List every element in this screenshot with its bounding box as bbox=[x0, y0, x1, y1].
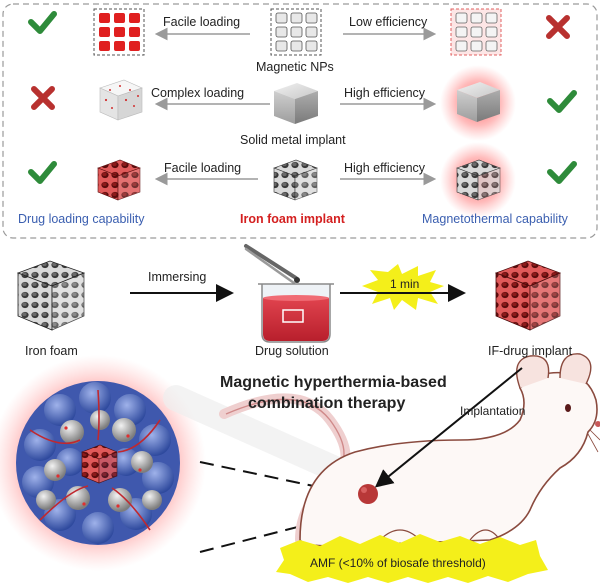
arrow-implantation bbox=[374, 367, 523, 488]
solid-metal-cube bbox=[274, 83, 318, 124]
row2-right-label: High efficiency bbox=[344, 86, 426, 100]
drug-coated-solid-cube bbox=[99, 79, 143, 121]
row1-right-label: Low efficiency bbox=[349, 15, 428, 29]
mouse-illustration bbox=[219, 353, 600, 557]
row2-left-label: Complex loading bbox=[151, 86, 245, 100]
row3-left-label: Facile loading bbox=[164, 161, 242, 175]
cross-icon bbox=[546, 15, 570, 39]
cross-icon bbox=[31, 86, 55, 110]
red-nanoparticle-grid bbox=[93, 8, 145, 56]
implantation-label: Implantation bbox=[460, 404, 526, 418]
one-minute-burst bbox=[362, 264, 444, 310]
comparison-panel bbox=[2, 3, 598, 239]
iron-foam-cube bbox=[273, 159, 318, 201]
row3-right-label: High efficiency bbox=[344, 161, 426, 175]
tweezers-icon bbox=[244, 244, 300, 285]
therapy-title-line1: Magnetic hyperthermia-based bbox=[220, 374, 447, 391]
iron-foam-implant-label: Iron foam implant bbox=[240, 212, 345, 226]
check-icon bbox=[28, 11, 57, 34]
magnetic-nps-label: Magnetic NPs bbox=[256, 60, 334, 74]
if-drug-cube-large bbox=[494, 260, 562, 331]
heated-nanoparticle-grid bbox=[450, 8, 502, 56]
amf-burst bbox=[276, 534, 548, 583]
check-icon bbox=[28, 161, 57, 184]
drug-loading-caption: Drug loading capability bbox=[18, 212, 145, 226]
magnetothermal-caption: Magnetothermal capability bbox=[422, 212, 568, 226]
magnetic-nanoparticle-grid bbox=[270, 8, 322, 56]
iron-foam-cube-large bbox=[16, 260, 86, 331]
solid-metal-implant-label: Solid metal implant bbox=[240, 133, 346, 147]
drug-solution-label: Drug solution bbox=[255, 344, 329, 358]
implant-in-tumor bbox=[81, 444, 118, 484]
drug-loaded-foam-cube bbox=[97, 159, 141, 201]
tumor-site bbox=[358, 484, 378, 504]
iron-foam-label: Iron foam bbox=[25, 344, 78, 358]
beaker-with-tweezers bbox=[244, 244, 334, 343]
row1-left-label: Facile loading bbox=[163, 15, 241, 29]
if-drug-implant-label: IF-drug implant bbox=[488, 344, 573, 358]
heated-foam-cube bbox=[440, 142, 516, 218]
immersing-label: Immersing bbox=[148, 270, 207, 284]
therapy-title-line2: combination therapy bbox=[248, 395, 406, 412]
check-icon bbox=[547, 161, 577, 184]
heated-solid-cube bbox=[440, 65, 516, 141]
amf-label: AMF (<10% of biosafe threshold) bbox=[310, 556, 486, 570]
duration-label: 1 min bbox=[390, 277, 420, 291]
check-icon bbox=[547, 90, 577, 113]
tumor-cluster bbox=[0, 355, 206, 571]
